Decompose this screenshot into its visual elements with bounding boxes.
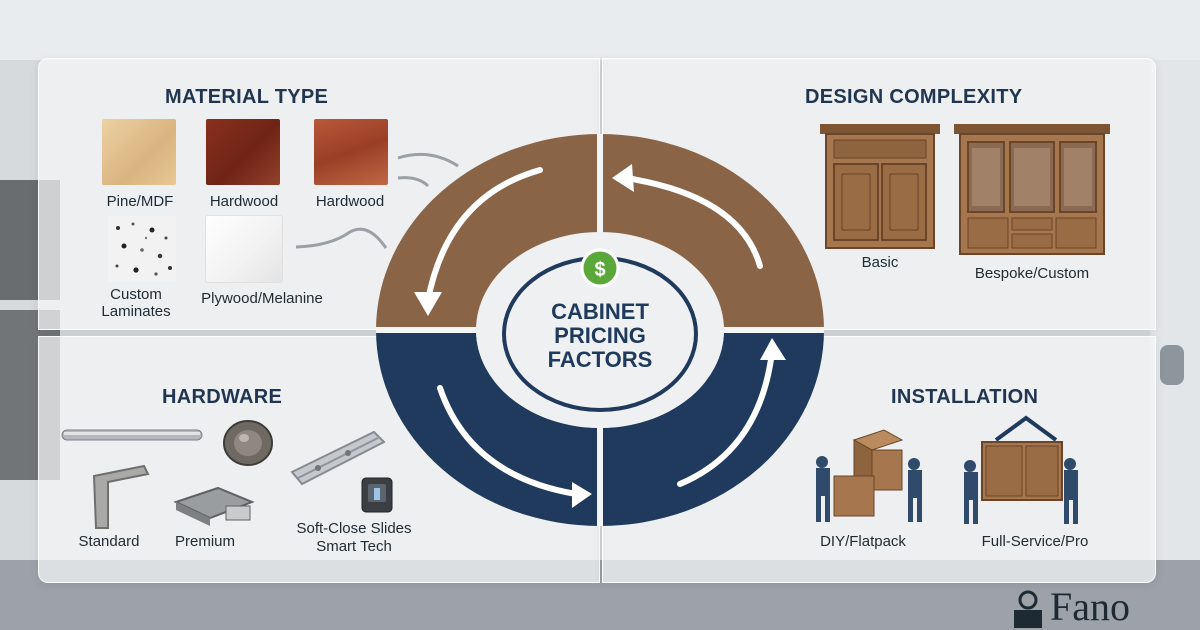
hardware-label-soft-close: Soft-Close Slides — [296, 520, 412, 537]
svg-text:$: $ — [594, 259, 605, 281]
knob-icon — [223, 420, 273, 466]
installation-label-diy: DIY/Flatpack — [820, 533, 906, 550]
material-title: MATERIAL TYPE — [165, 86, 329, 108]
arrow-top-right — [623, 175, 763, 269]
pro-install-icon — [964, 415, 1078, 524]
design-label-basic: Basic — [861, 254, 899, 271]
pine-swatch — [102, 119, 176, 185]
hardwood-swatch-1 — [206, 119, 280, 185]
bespoke-cabinet-icon — [954, 124, 1110, 255]
center-title: CABINET PRICING FACTORS — [500, 300, 700, 372]
material-label-pine: Pine/MDF — [106, 193, 174, 210]
diy-install-icon — [816, 429, 922, 522]
installation-title: INSTALLATION — [891, 386, 1039, 408]
hardwood-swatch-2 — [314, 119, 388, 185]
center-line-3: FACTORS — [547, 347, 653, 372]
smart-tech-icon — [361, 477, 393, 513]
material-label-laminates: Custom Laminates — [101, 286, 171, 320]
bar-handle-icon — [61, 429, 203, 441]
material-label-hardwood-2: Hardwood — [315, 193, 385, 210]
basic-cabinet-icon — [820, 124, 940, 249]
material-label-hardwood-1: Hardwood — [209, 193, 279, 210]
design-label-bespoke: Bespoke/Custom — [974, 265, 1090, 282]
design-title: DESIGN COMPLEXITY — [805, 86, 1023, 108]
angled-handle-icon — [92, 464, 150, 529]
center-line-2: PRICING — [554, 323, 646, 348]
center-line-1: CABINET — [551, 299, 649, 324]
arrow-bottom-left — [437, 385, 579, 497]
dollar-icon — [580, 248, 620, 288]
hardware-label-premium: Premium — [174, 533, 235, 550]
hardware-label-smart-tech: Smart Tech — [316, 538, 392, 555]
drawer-slide-icon — [290, 430, 386, 486]
plywood-swatch — [206, 216, 282, 282]
installation-label-pro: Full-Service/Pro — [981, 533, 1089, 550]
hardware-title: HARDWARE — [162, 386, 283, 408]
watermark-text: Fano — [1050, 584, 1130, 629]
arrow-top-left — [425, 167, 543, 303]
watermark-logo-icon — [1014, 590, 1042, 628]
arrow-bottom-right — [677, 349, 775, 487]
laminate-swatch — [108, 216, 176, 282]
soft-close-hinge-icon — [173, 486, 255, 526]
hardware-label-standard: Standard — [78, 533, 140, 550]
material-label-plywood: Plywood/Melanine — [201, 290, 323, 307]
